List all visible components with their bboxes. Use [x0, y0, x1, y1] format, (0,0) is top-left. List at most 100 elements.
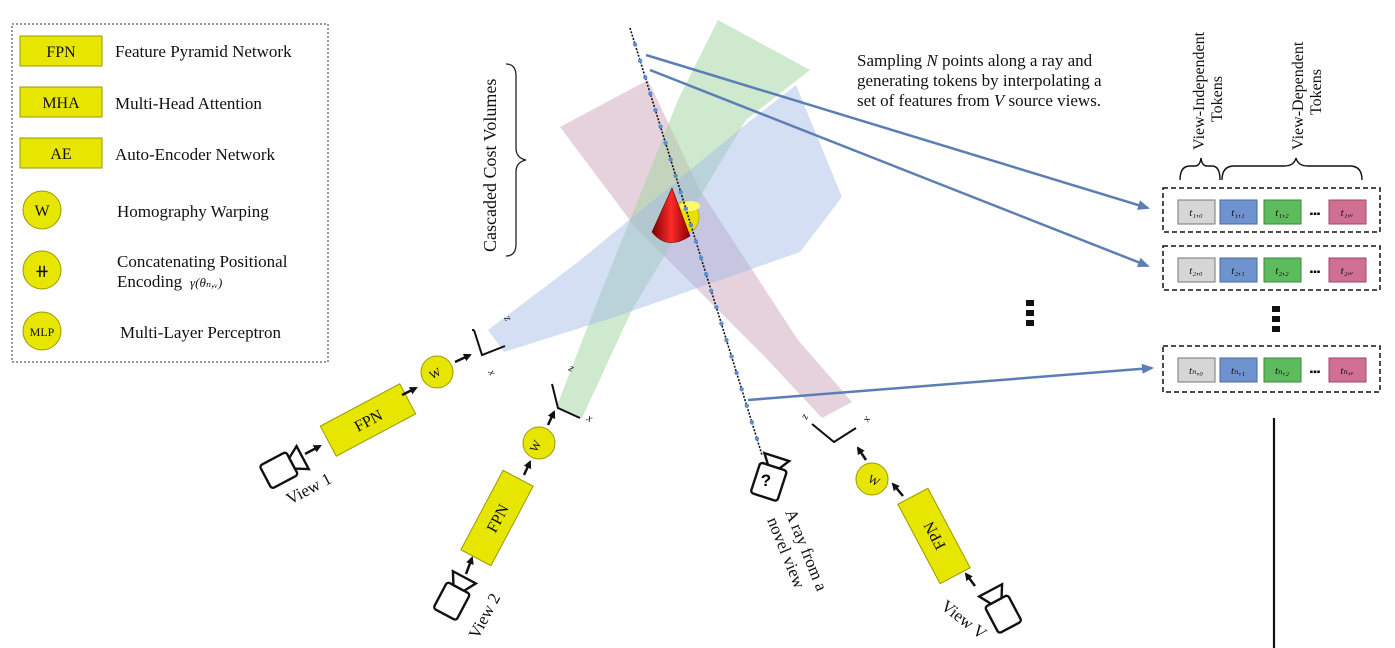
- arrow-token-row-1: [645, 53, 1150, 210]
- token-2-v: [1328, 257, 1367, 283]
- token-2-1: [1219, 257, 1258, 283]
- token-n-0: [1177, 357, 1216, 383]
- token-1-1: [1219, 199, 1258, 225]
- sampling-var-v: V: [994, 91, 1007, 110]
- concat-formula: γ(θₙ,ᵥ): [190, 275, 222, 290]
- token-1-2-label: t₁,₂: [1275, 207, 1289, 219]
- ray-sample-point: [683, 206, 689, 211]
- ray-sample-point: [678, 190, 683, 195]
- view-independent-brace: [1179, 157, 1221, 181]
- ray-sample-point: [663, 140, 668, 146]
- sampling-line-3: set of features from V source views.: [857, 91, 1101, 110]
- view1-axes: [472, 329, 506, 357]
- token-1-2: [1263, 199, 1302, 225]
- viewV-camera-icon: [976, 582, 1022, 634]
- w-description: Homography Warping: [117, 202, 269, 221]
- view2-fpn-block: FPN: [460, 469, 534, 567]
- viewV-fpn-block: FPN: [897, 487, 971, 585]
- token-1-v: [1328, 199, 1367, 225]
- view2-warp-node: [522, 426, 556, 460]
- green-frustum-near: [556, 300, 632, 418]
- token-n-1: [1219, 357, 1258, 383]
- ray-sample-point: [698, 255, 704, 261]
- ae-swatch-label: AE: [50, 146, 71, 163]
- token-arrows: [645, 53, 1154, 402]
- token-n-1-label: tₙ,₁: [1231, 365, 1245, 377]
- token-1-ellipsis: ▪▪▪: [1310, 209, 1321, 220]
- token-2-1-label: t₂,₁: [1231, 265, 1245, 277]
- view2-label: View 2: [465, 590, 505, 642]
- legend-item-w: W Homography Warping: [22, 190, 269, 230]
- viewV-arrow-to-fpn: [964, 572, 976, 587]
- cascaded-label-group: Cascaded Cost Volumes: [480, 63, 527, 257]
- sampling-var-n: N: [925, 51, 939, 70]
- view-dependent-label-line2: Tokens: [1308, 69, 1325, 115]
- view1-camera-icon: [259, 443, 311, 489]
- fpn-swatch: [19, 35, 103, 67]
- view2-arrow-to-fpn: [464, 556, 474, 575]
- view-independent-label-line2: Tokens: [1209, 76, 1226, 122]
- blue-frustum-far: [745, 85, 842, 252]
- ray-sample-point: [693, 239, 699, 244]
- view-dependent-label-line1: View-Dependent: [1290, 41, 1307, 150]
- ray-sample-point: [714, 304, 719, 310]
- legend-item-ae: AE Auto-Encoder Network: [19, 137, 276, 169]
- view2-camera-icon: [433, 569, 479, 621]
- token-2-2: [1263, 257, 1302, 283]
- mha-swatch-label: MHA: [42, 95, 80, 112]
- ray-sample-point: [719, 321, 724, 326]
- concat-swatch-label: ⧺: [34, 261, 49, 281]
- token-1-1-label: t₁,₁: [1231, 207, 1245, 219]
- legend-border: [11, 23, 329, 363]
- view2-axis-x: x: [584, 412, 595, 425]
- viewV-warp-node: [855, 462, 889, 496]
- red-cone: [651, 187, 691, 243]
- viewV-axis-x: x: [861, 414, 874, 425]
- blue-frustum-near: [488, 262, 615, 352]
- ray-sample-point: [703, 272, 709, 277]
- view-dependent-brace: [1221, 157, 1363, 181]
- view1-axis-x: x: [485, 367, 498, 378]
- fpn-swatch-label: FPN: [46, 44, 76, 61]
- ae-description: Auto-Encoder Network: [115, 145, 276, 164]
- mlp-description: Multi-Layer Perceptron: [120, 323, 281, 342]
- ray-sample-point: [754, 436, 760, 441]
- cascaded-label: Cascaded Cost Volumes: [480, 79, 500, 252]
- token-n-ellipsis: ▪▪▪: [1310, 367, 1321, 378]
- ray-sample-point: [749, 419, 755, 425]
- view1-axis-z: z: [501, 313, 514, 324]
- w-swatch: [22, 190, 62, 230]
- view1-arrow-to-axes: [454, 353, 472, 364]
- ray-sample-point: [739, 387, 744, 392]
- ray-sample-point: [744, 403, 749, 408]
- ray-sample-point: [643, 75, 648, 80]
- viewV-axis-z: z: [799, 412, 812, 423]
- viewV-arrow-to-axes: [856, 446, 868, 461]
- token-headers: View-Independent Tokens View-Dependent T…: [1179, 31, 1363, 181]
- token-2-ellipsis: ▪▪▪: [1310, 267, 1321, 278]
- novel-camera-mark: ?: [761, 471, 771, 490]
- middle-vertical-ellipsis: [1026, 300, 1034, 326]
- token-n-v-label: tₙ,ᵥ: [1340, 365, 1353, 377]
- pink-frustum-near: [766, 340, 852, 418]
- view1-fpn-block: FPN: [319, 383, 417, 457]
- novel-ray: [629, 27, 763, 456]
- token-rows-vertical-ellipsis: [1272, 306, 1280, 332]
- token-n-0-label: tₙ,₀: [1189, 365, 1203, 377]
- ray-line: [629, 27, 763, 456]
- view-independent-label-line1: View-Independent: [1191, 31, 1208, 150]
- novel-view-branch: ? A ray from a novel view: [750, 451, 831, 594]
- token-2-0-label: t₂,₀: [1189, 265, 1203, 277]
- viewV-axes: [811, 423, 857, 444]
- token-2-v-label: t₂,ᵥ: [1341, 265, 1354, 277]
- viewV-label: View V: [938, 596, 991, 643]
- mlp-swatch-label: MLP: [30, 325, 55, 339]
- view1-branch: View 1 FPN W z x: [259, 313, 514, 509]
- novel-camera-icon: [750, 451, 792, 502]
- view2-axis-z: z: [566, 362, 577, 375]
- ray-sample-point: [734, 370, 739, 376]
- token-row-2: t₂,₀ t₂,₁ t₂,₂ ▪▪▪ t₂,ᵥ: [1162, 245, 1381, 291]
- legend-panel: FPN Feature Pyramid Network MHA Multi-He…: [11, 23, 329, 363]
- ray-sample-points: [632, 42, 760, 441]
- token-2-0: [1177, 257, 1216, 283]
